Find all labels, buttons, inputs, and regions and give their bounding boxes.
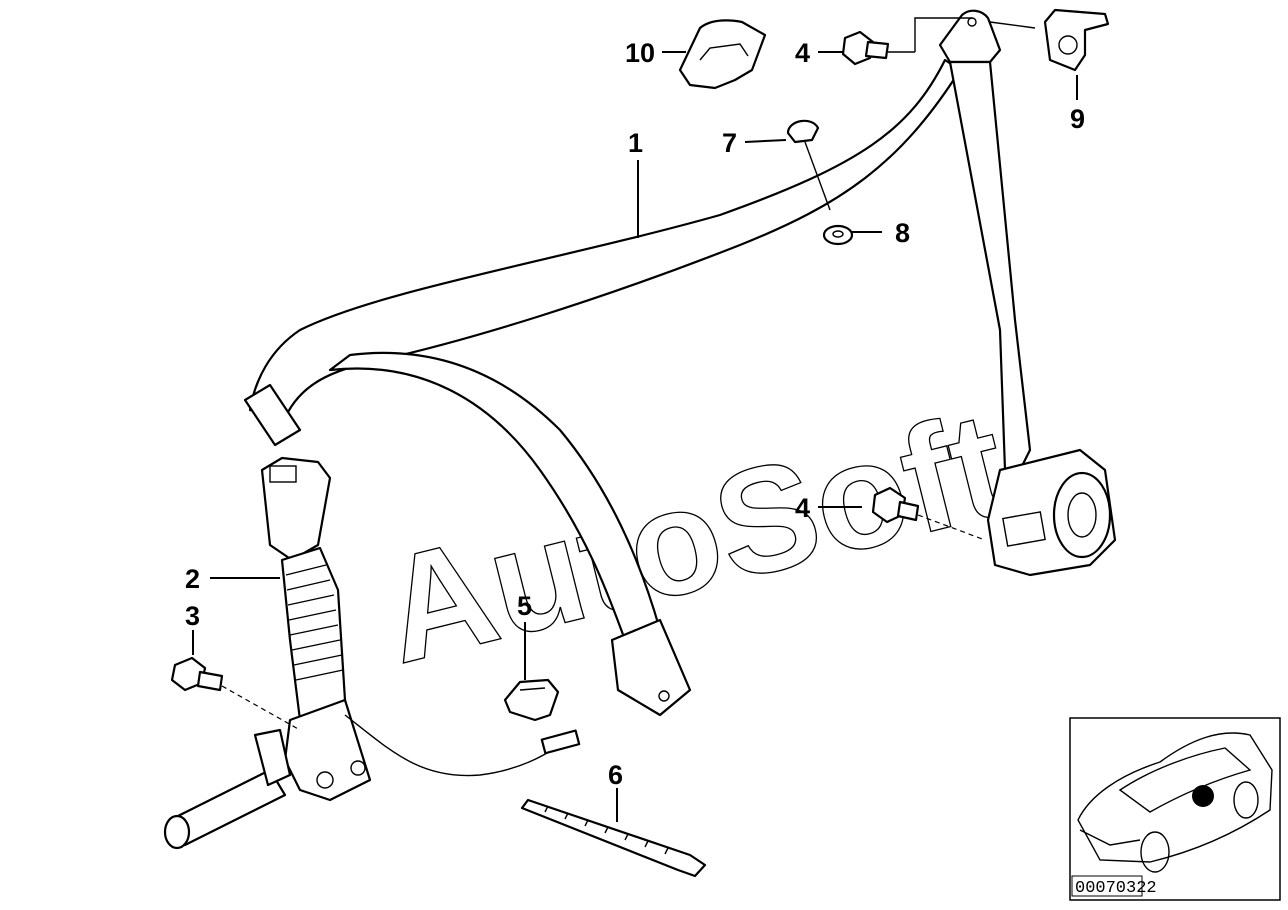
watermark-text: AutoSoft <box>367 379 1022 695</box>
part-5-clip[interactable] <box>503 678 560 722</box>
callout-2: 2 <box>185 564 200 594</box>
callout-9: 9 <box>1070 104 1085 134</box>
part-10-cover[interactable] <box>678 19 767 90</box>
leader-lines <box>192 51 1078 822</box>
callout-4-lower: 4 <box>795 493 810 523</box>
part-2-belt-buckle[interactable] <box>163 456 581 850</box>
callout-7: 7 <box>722 128 737 158</box>
callout-5: 5 <box>517 591 532 621</box>
part-9-spring-nut[interactable] <box>1043 8 1110 72</box>
callout-10: 10 <box>625 38 655 68</box>
part-4-bolt-lower[interactable] <box>871 486 986 541</box>
callout-8: 8 <box>895 218 910 248</box>
callout-1: 1 <box>628 128 643 158</box>
part-8-nut[interactable] <box>822 224 854 246</box>
part-7-cap[interactable] <box>786 119 831 211</box>
part-1-seat-belt-strap[interactable] <box>243 9 1117 717</box>
location-marker <box>1192 785 1214 807</box>
part-4-bolt-upper[interactable] <box>841 17 1036 66</box>
callout-6: 6 <box>608 760 623 790</box>
callout-4-upper: 4 <box>795 38 810 68</box>
diagram-number: 00070322 <box>1075 879 1157 898</box>
callout-3: 3 <box>185 601 200 631</box>
vehicle-locator-thumbnail <box>1069 717 1281 901</box>
part-3-bolt[interactable] <box>170 656 301 731</box>
part-6-cable-tie[interactable] <box>520 798 707 878</box>
